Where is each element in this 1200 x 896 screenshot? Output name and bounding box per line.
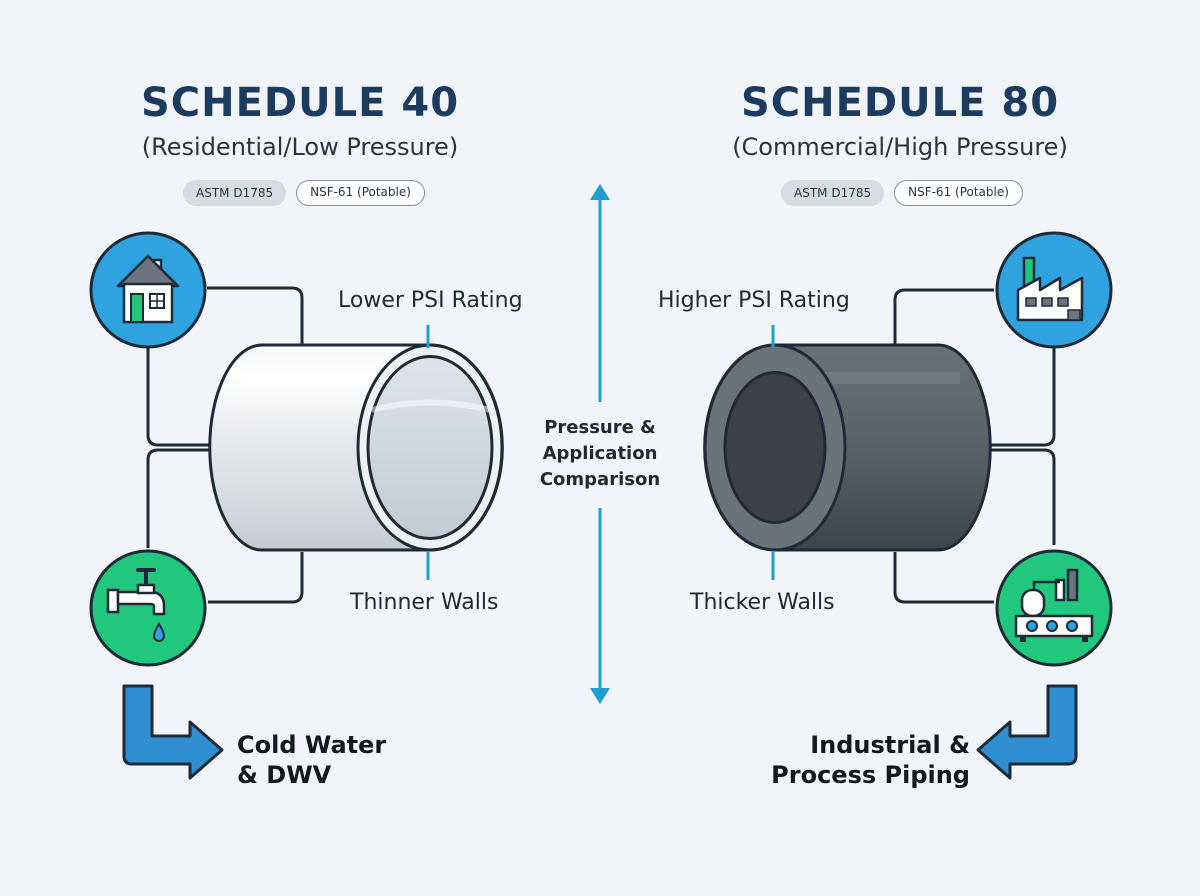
house-icon <box>88 230 208 350</box>
nsf-badge: NSF-61 (Potable) <box>894 180 1023 206</box>
thicker-walls-label: Thicker Walls <box>690 590 835 615</box>
schedule-40-pipe <box>208 343 504 552</box>
outcome-line-1: Industrial & <box>810 731 970 759</box>
astm-badge: ASTM D1785 <box>183 180 287 206</box>
thinner-walls-label: Thinner Walls <box>350 590 499 615</box>
factory-icon <box>994 230 1114 350</box>
caption-line-3: Comparison <box>539 469 661 490</box>
industrial-plant-icon <box>994 548 1114 668</box>
schedule-80-title: SCHEDULE 80 <box>740 80 1060 126</box>
higher-psi-label: Higher PSI Rating <box>658 288 850 313</box>
outcome-line-2: & DWV <box>237 761 332 789</box>
schedule-40-outcome: Cold Water & DWV <box>237 730 386 790</box>
nsf-badge: NSF-61 (Potable) <box>296 180 425 206</box>
faucet-icon <box>88 548 208 668</box>
outcome-line-2: Process Piping <box>771 761 970 789</box>
left-outcome-arrow <box>122 684 224 780</box>
right-connector-lines <box>893 288 1056 604</box>
schedule-80-subtitle: (Commercial/High Pressure) <box>732 133 1068 161</box>
schedule-80-badges: ASTM D1785 NSF-61 (Potable) <box>781 180 1023 206</box>
schedule-40-title: SCHEDULE 40 <box>140 80 460 126</box>
comparison-caption: Pressure & Application Comparison <box>525 415 675 493</box>
right-outcome-arrow <box>976 684 1078 780</box>
schedule-80-outcome: Industrial & Process Piping <box>740 730 970 790</box>
outcome-line-1: Cold Water <box>237 731 387 759</box>
left-connector-lines <box>146 286 304 604</box>
caption-line-1: Pressure & <box>544 417 656 438</box>
schedule-40-badges: ASTM D1785 NSF-61 (Potable) <box>183 180 425 206</box>
astm-badge: ASTM D1785 <box>781 180 885 206</box>
center-double-arrow <box>590 184 610 704</box>
lower-psi-label: Lower PSI Rating <box>338 288 523 313</box>
schedule-80-pipe <box>703 343 992 552</box>
schedule-40-subtitle: (Residential/Low Pressure) <box>141 133 459 161</box>
caption-line-2: Application <box>542 443 658 464</box>
